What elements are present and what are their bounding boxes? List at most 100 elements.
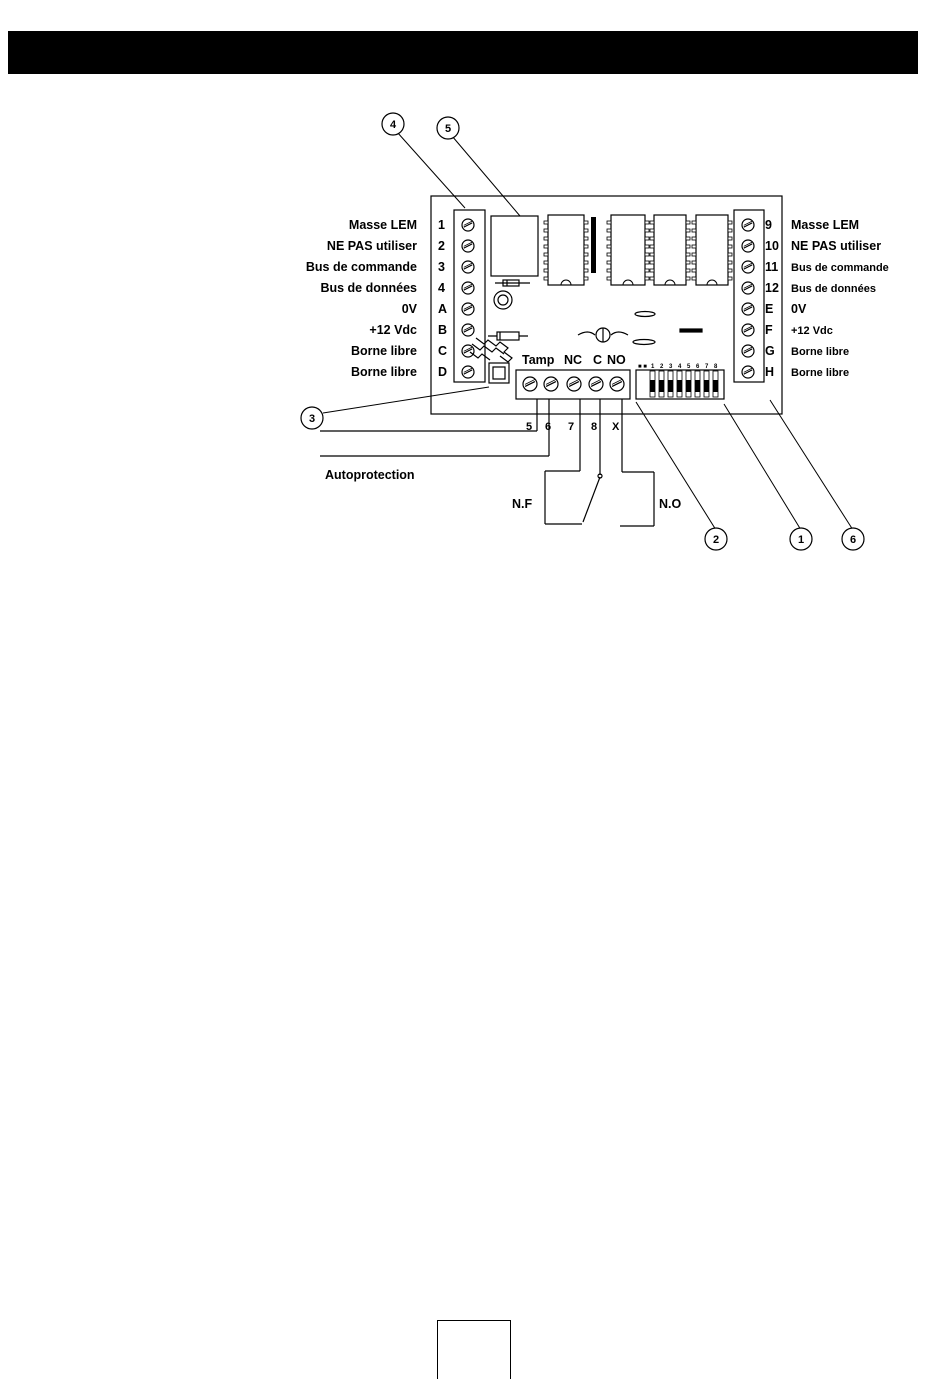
callout-3: 3	[301, 407, 323, 429]
relay-label-tamp: Tamp	[522, 353, 555, 367]
right-screw	[742, 219, 754, 231]
ic-chip	[607, 215, 649, 285]
dip-lever	[650, 371, 655, 397]
right-screw	[742, 240, 754, 252]
left-terminal-id: C	[438, 344, 447, 358]
right-screw	[742, 366, 754, 378]
relay-screw	[589, 377, 603, 391]
dip-lever	[695, 371, 700, 397]
left-screw	[462, 282, 474, 294]
right-terminal-label: Masse LEM	[791, 218, 859, 232]
callout-5: 5	[437, 117, 459, 139]
dip-digit: 3	[669, 364, 673, 370]
callout-6: 6	[842, 528, 864, 550]
right-terminal-label: 0V	[791, 302, 807, 316]
left-terminal-label: Borne libre	[351, 344, 417, 358]
dip-digit: 7	[705, 364, 709, 370]
left-screw	[462, 261, 474, 273]
svg-text:1: 1	[798, 534, 804, 546]
left-terminal-id: 1	[438, 218, 445, 232]
relay-label-c: C	[593, 353, 602, 367]
dip-digit: 6	[696, 364, 700, 370]
left-terminal-id: D	[438, 365, 447, 379]
left-screw	[462, 303, 474, 315]
right-terminal-label: Bus de commande	[791, 262, 889, 274]
right-screw	[742, 282, 754, 294]
dip-lever	[713, 371, 718, 397]
right-terminal-label: +12 Vdc	[791, 325, 833, 337]
left-screw	[462, 240, 474, 252]
wire-number: 8	[591, 421, 597, 433]
relay-screw	[544, 377, 558, 391]
right-screw	[742, 261, 754, 273]
relay-screw	[610, 377, 624, 391]
left-terminal-id: 3	[438, 260, 445, 274]
right-terminal-id: 12	[765, 281, 779, 295]
callout-2: 2	[705, 528, 727, 550]
callout-4: 4	[382, 113, 404, 135]
right-screws	[742, 219, 754, 378]
right-terminal-id: E	[765, 302, 773, 316]
right-terminal-label: Borne libre	[791, 367, 849, 379]
page-number-box	[437, 1320, 511, 1379]
callout-1: 1	[790, 528, 812, 550]
left-terminal-label: +12 Vdc	[369, 323, 417, 337]
wire-number: 6	[545, 421, 551, 433]
dip-digit: 8	[714, 364, 718, 370]
contact-label-no: N.O	[659, 497, 682, 511]
wire-number: 7	[568, 421, 574, 433]
left-terminal-id: B	[438, 323, 447, 337]
svg-text:3: 3	[309, 413, 315, 425]
dip-on-marker: ■ ■	[638, 364, 647, 370]
left-terminal-label: Bus de données	[320, 281, 417, 295]
ic-chip	[650, 215, 690, 285]
right-terminal-id: F	[765, 323, 773, 337]
left-terminal-label: Borne libre	[351, 365, 417, 379]
dip-lever	[677, 371, 682, 397]
left-terminal-label: 0V	[402, 302, 418, 316]
dip-lever	[704, 371, 709, 397]
dip-digit: 5	[687, 364, 691, 370]
left-terminal-id: 2	[438, 239, 445, 253]
svg-text:6: 6	[850, 534, 856, 546]
contact-label-nf: N.F	[512, 497, 533, 511]
dip-lever	[686, 371, 691, 397]
right-terminal-id: 10	[765, 239, 779, 253]
svg-text:4: 4	[390, 119, 397, 131]
dip-digit: 4	[678, 364, 682, 370]
svg-text:2: 2	[713, 534, 719, 546]
right-terminal-label: NE PAS utiliser	[791, 239, 881, 253]
left-terminal-label: NE PAS utiliser	[327, 239, 417, 253]
right-screw	[742, 324, 754, 336]
right-terminal-label: Borne libre	[791, 346, 849, 358]
right-screw	[742, 303, 754, 315]
tamper-label: Autoprotection	[325, 468, 415, 482]
relay-screws	[523, 377, 624, 391]
left-terminal-label: Bus de commande	[306, 260, 417, 274]
vertical-component	[591, 217, 596, 273]
dip-lever	[659, 371, 664, 397]
ic-chip	[544, 215, 588, 285]
right-screw	[742, 345, 754, 357]
relay-screw	[523, 377, 537, 391]
relay-wires	[320, 399, 654, 526]
left-screw	[462, 324, 474, 336]
dip-digit: 2	[660, 364, 664, 370]
right-terminal-id: G	[765, 344, 775, 358]
wire-number: X	[612, 421, 620, 433]
left-terminal-label: Masse LEM	[349, 218, 417, 232]
dip-digit: 1	[651, 364, 655, 370]
right-terminal-id: H	[765, 365, 774, 379]
relay-label-no: NO	[607, 353, 626, 367]
left-terminal-labels: 1 Masse LEM 2 NE PAS utiliser 3 Bus de comman…	[306, 218, 447, 379]
left-screw	[462, 219, 474, 231]
left-terminal-id: 4	[438, 281, 445, 295]
right-terminal-id: 11	[765, 260, 778, 274]
relay-screw	[567, 377, 581, 391]
dip-lever	[668, 371, 673, 397]
ic-chips	[544, 215, 732, 285]
left-screw	[462, 366, 474, 378]
